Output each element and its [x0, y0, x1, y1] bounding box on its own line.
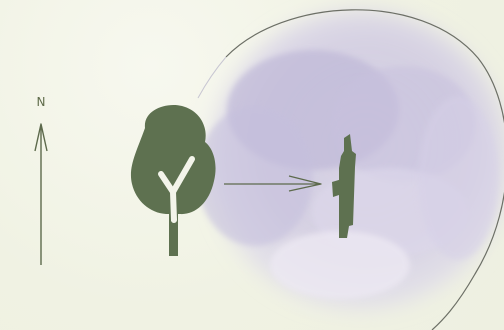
tree-icon	[131, 105, 216, 256]
tree-crown	[131, 105, 216, 256]
north-label: N	[34, 96, 48, 108]
circle-outline-fade	[198, 57, 226, 98]
tree-trunk-highlight	[171, 194, 176, 221]
north-arrow-icon	[35, 124, 47, 265]
watercolor-blot	[418, 96, 498, 260]
watercolor-blot	[270, 231, 410, 299]
cut-branch-stub	[332, 179, 342, 197]
